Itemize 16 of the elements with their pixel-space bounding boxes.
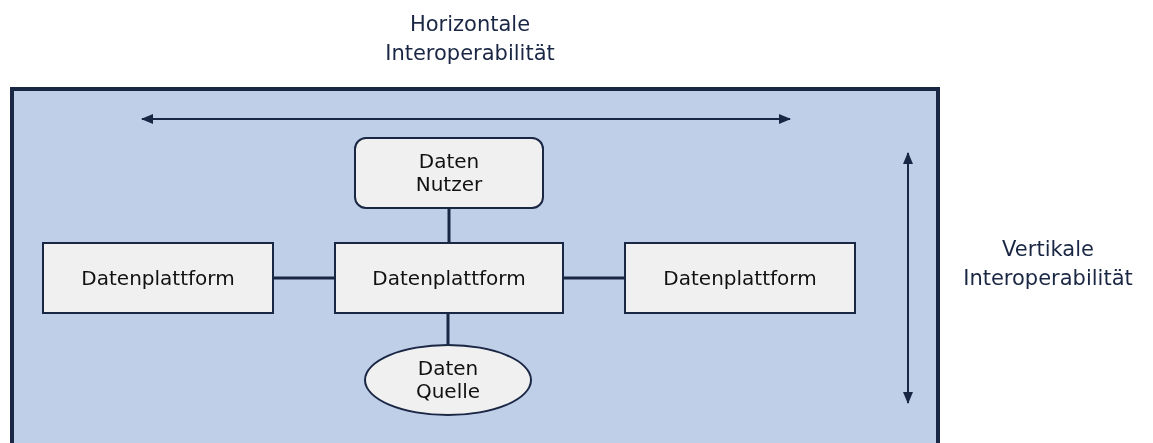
rounded-box bbox=[354, 137, 544, 209]
process-box bbox=[334, 242, 564, 314]
connector-line bbox=[447, 209, 451, 242]
process-box bbox=[42, 242, 274, 314]
connector-line bbox=[564, 276, 624, 280]
panel-background bbox=[10, 87, 940, 443]
connector-line bbox=[446, 314, 450, 344]
axis-caption: Horizontale Interoperabilität bbox=[384, 11, 556, 68]
node-label: Daten Quelle bbox=[414, 357, 482, 403]
node-label: Daten Nutzer bbox=[414, 150, 484, 196]
axis-caption: Vertikale Interoperabilität bbox=[962, 236, 1134, 293]
node-label: Datenplattform bbox=[372, 266, 526, 290]
connector-line bbox=[274, 276, 334, 280]
node-label: Datenplattform bbox=[663, 266, 817, 290]
process-box bbox=[624, 242, 856, 314]
node-label: Datenplattform bbox=[81, 266, 235, 290]
